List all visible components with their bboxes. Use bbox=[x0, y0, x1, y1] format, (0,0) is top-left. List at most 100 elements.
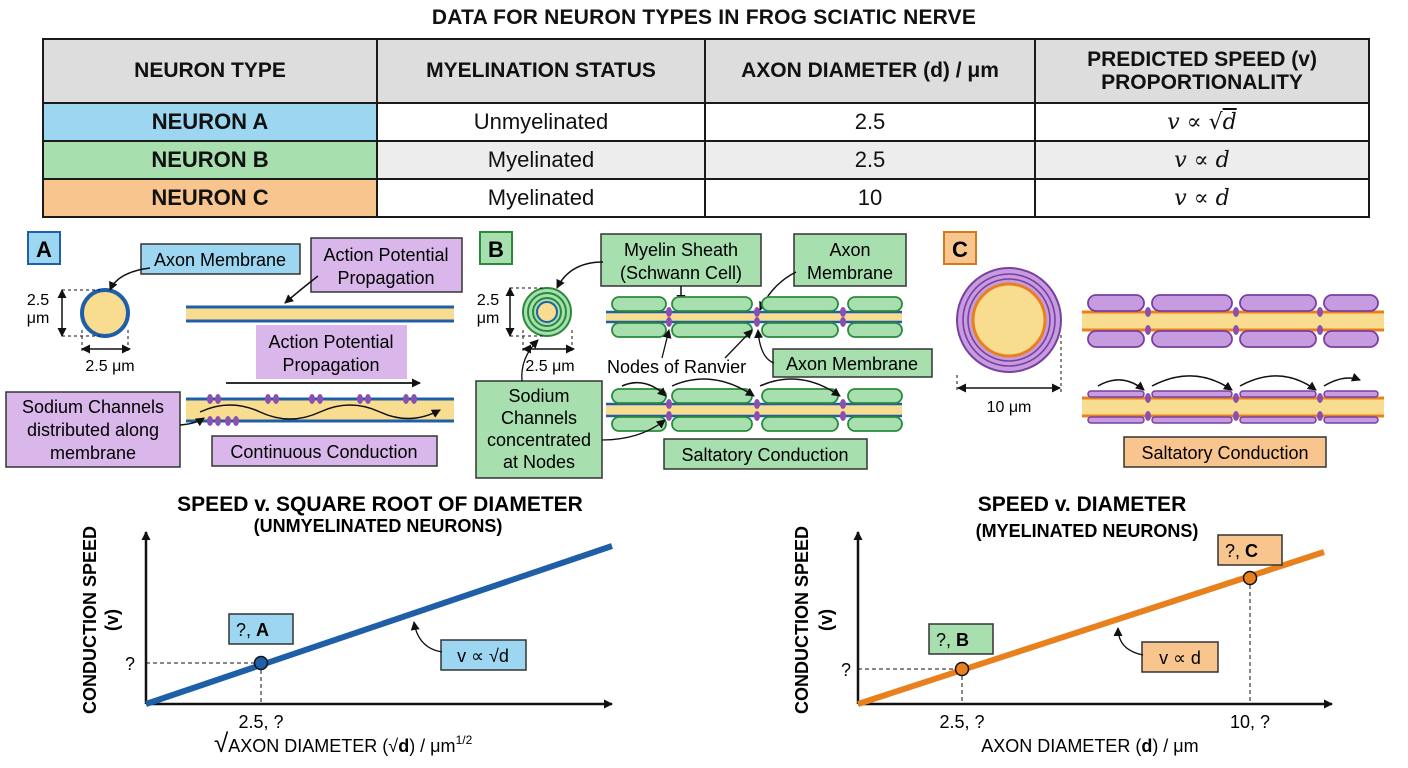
sodium-b-line1: Sodium bbox=[508, 386, 569, 406]
height-unit-a: μm bbox=[27, 310, 50, 327]
chart1-title: SPEED v. SQUARE ROOT OF DIAMETER bbox=[177, 493, 583, 516]
chart1-subtitle: (UNMYELINATED NEURONS) bbox=[254, 516, 503, 536]
chart2-title: SPEED v. DIAMETER bbox=[978, 493, 1186, 516]
table-header-row: NEURON TYPE MYELINATION STATUS AXON DIAM… bbox=[42, 38, 1370, 104]
panel-c-letter: C bbox=[952, 237, 968, 262]
myelin-line1: Myelin Sheath bbox=[624, 240, 738, 260]
width-label-a: 2.5 μm bbox=[85, 358, 134, 375]
diameter-cell: 2.5 bbox=[704, 140, 1036, 180]
header-myelination: MYELINATION STATUS bbox=[376, 38, 706, 104]
chart2-ylabel-line1: CONDUCTION SPEED bbox=[792, 526, 812, 714]
neuron-type-cell: NEURON C bbox=[42, 178, 378, 218]
header-diameter: AXON DIAMETER (d) / μm bbox=[704, 38, 1036, 104]
chart1-formula-box bbox=[440, 639, 527, 671]
axon-membrane-b2: Axon Membrane bbox=[786, 354, 918, 374]
sodium-b-line2: Channels bbox=[501, 408, 577, 428]
chart2-subtitle: (MYELINATED NEURONS) bbox=[976, 521, 1199, 541]
ap-prop2-line1: Action Potential bbox=[268, 332, 393, 352]
saltatory-label-box-c bbox=[1123, 436, 1327, 468]
header-speed: PREDICTED SPEED (v)PROPORTIONALITY bbox=[1034, 38, 1370, 104]
formula-prop: ∝ bbox=[1193, 147, 1209, 173]
formula-v: v bbox=[1167, 109, 1180, 135]
pointer-arrow bbox=[601, 419, 666, 441]
proportionality-cell: v ∝ √d bbox=[1034, 102, 1370, 142]
myelinated-axon-bottom-b bbox=[606, 378, 903, 432]
formula-v: v bbox=[1174, 147, 1187, 173]
chart2-formula-box bbox=[1141, 641, 1219, 673]
chart1-ylabel-line2: (v) bbox=[102, 609, 122, 631]
pointer-arrow bbox=[284, 275, 319, 304]
formula-d: d bbox=[1222, 109, 1237, 135]
panel-a-letter: A bbox=[36, 237, 52, 262]
panel-a: A 2.5 μm 2.5 μm Axon Membrane Action Pot… bbox=[5, 231, 463, 468]
header-speed-line1: PREDICTED SPEED (v) bbox=[1087, 47, 1317, 71]
saltatory-label-c: Saltatory Conduction bbox=[1141, 443, 1308, 463]
chart1-series-line bbox=[145, 543, 613, 707]
panel-b: B 2.5 μm 2.5 μm Myelin Sheath (Schwann C… bbox=[475, 231, 933, 479]
pointer-arrow bbox=[556, 261, 604, 289]
chart2-formula: v ∝ d bbox=[1159, 648, 1201, 668]
formula-v: v bbox=[1174, 185, 1187, 211]
sodium-channels-label-box-b bbox=[475, 380, 603, 479]
pointer-arrow bbox=[410, 621, 443, 653]
axon-membrane-b-line1: Axon bbox=[829, 240, 870, 260]
nodes-of-ranvier-label: Nodes of Ranvier bbox=[607, 357, 746, 377]
height-unit-b: μm bbox=[477, 310, 500, 327]
table-row: NEURON A Unmyelinated 2.5 v ∝ √d bbox=[42, 102, 1370, 142]
header-neuron-type: NEURON TYPE bbox=[42, 38, 378, 104]
neuron-data-table: NEURON TYPE MYELINATION STATUS AXON DIAM… bbox=[42, 38, 1370, 218]
formula-prop: ∝ bbox=[1186, 109, 1202, 135]
chart-unmyelinated: SPEED v. SQUARE ROOT OF DIAMETER (UNMYEL… bbox=[80, 493, 613, 758]
diameter-cell: 10 bbox=[704, 178, 1036, 218]
diameter-cell: 2.5 bbox=[704, 102, 1036, 142]
panel-c: C 10 μm bbox=[943, 231, 1384, 468]
chart2-point-c-label: ?,C bbox=[1225, 541, 1258, 561]
table-row: NEURON C Myelinated 10 v ∝ d bbox=[42, 178, 1370, 218]
proportionality-cell: v ∝ d bbox=[1034, 178, 1370, 218]
sodium-b-line3: concentrated bbox=[487, 430, 591, 450]
ap-prop-line1: Action Potential bbox=[323, 245, 448, 265]
panel-b-letter: B bbox=[488, 237, 504, 262]
formula-d: d bbox=[1215, 147, 1230, 173]
chart2-point-c bbox=[1242, 570, 1258, 586]
chart2-xlabel: AXON DIAMETER (d) / μm bbox=[981, 736, 1198, 756]
pointer-arrow bbox=[754, 329, 775, 364]
pointer-arrow bbox=[179, 417, 205, 427]
saltatory-label-box-b bbox=[663, 438, 868, 470]
ap-propagation-label-box bbox=[310, 237, 463, 293]
continuous-wave-arrow bbox=[199, 404, 441, 420]
chart2-y-tick: ? bbox=[841, 660, 851, 680]
page-title: DATA FOR NEURON TYPES IN FROG SCIATIC NE… bbox=[431, 6, 977, 29]
ap-prop2-line2: Propagation bbox=[282, 355, 379, 375]
formula-d: d bbox=[1215, 185, 1230, 211]
chart2-point-b-label-box bbox=[928, 623, 994, 655]
header-speed-line2: PROPORTIONALITY bbox=[1101, 71, 1303, 94]
chart2-ylabel-line2: (v) bbox=[816, 609, 836, 631]
pointer-arrow bbox=[661, 329, 672, 359]
chart2-point-c-label-box bbox=[1217, 534, 1283, 566]
myelin-line2: (Schwann Cell) bbox=[620, 263, 742, 283]
chart1-ylabel-line1: CONDUCTION SPEED bbox=[80, 526, 100, 714]
chart1-xlabel: √AXON DIAMETER (√d) / μm1/2 bbox=[214, 728, 473, 758]
formula-prop: ∝ bbox=[1193, 185, 1209, 211]
chart-myelinated: SPEED v. DIAMETER (MYELINATED NEURONS) C… bbox=[792, 493, 1333, 756]
myelination-cell: Myelinated bbox=[376, 178, 706, 218]
myelination-cell: Myelinated bbox=[376, 140, 706, 180]
height-label-a: 2.5 bbox=[27, 292, 49, 309]
width-label-c: 10 μm bbox=[987, 399, 1032, 416]
chart2-point-b-label: ?,B bbox=[936, 630, 969, 650]
height-label-b: 2.5 bbox=[477, 292, 499, 309]
panel-a-badge bbox=[27, 231, 61, 265]
proportionality-cell: v ∝ d bbox=[1034, 140, 1370, 180]
table-row: NEURON B Myelinated 2.5 v ∝ d bbox=[42, 140, 1370, 180]
panel-c-badge bbox=[943, 231, 977, 265]
chart1-formula: v ∝ √d bbox=[457, 646, 509, 666]
sodium-channels-label-box-a bbox=[5, 391, 181, 468]
axon-cross-section-a bbox=[80, 288, 130, 338]
neuron-type-cell: NEURON A bbox=[42, 102, 378, 142]
axon-membrane-label-box-b bbox=[793, 233, 907, 287]
chart2-x-tick-c: 10, ? bbox=[1230, 712, 1270, 732]
axon-membrane-label: Axon Membrane bbox=[154, 250, 286, 270]
pointer-arrow bbox=[724, 329, 753, 359]
axon-membrane-label-box-b2 bbox=[772, 348, 933, 378]
